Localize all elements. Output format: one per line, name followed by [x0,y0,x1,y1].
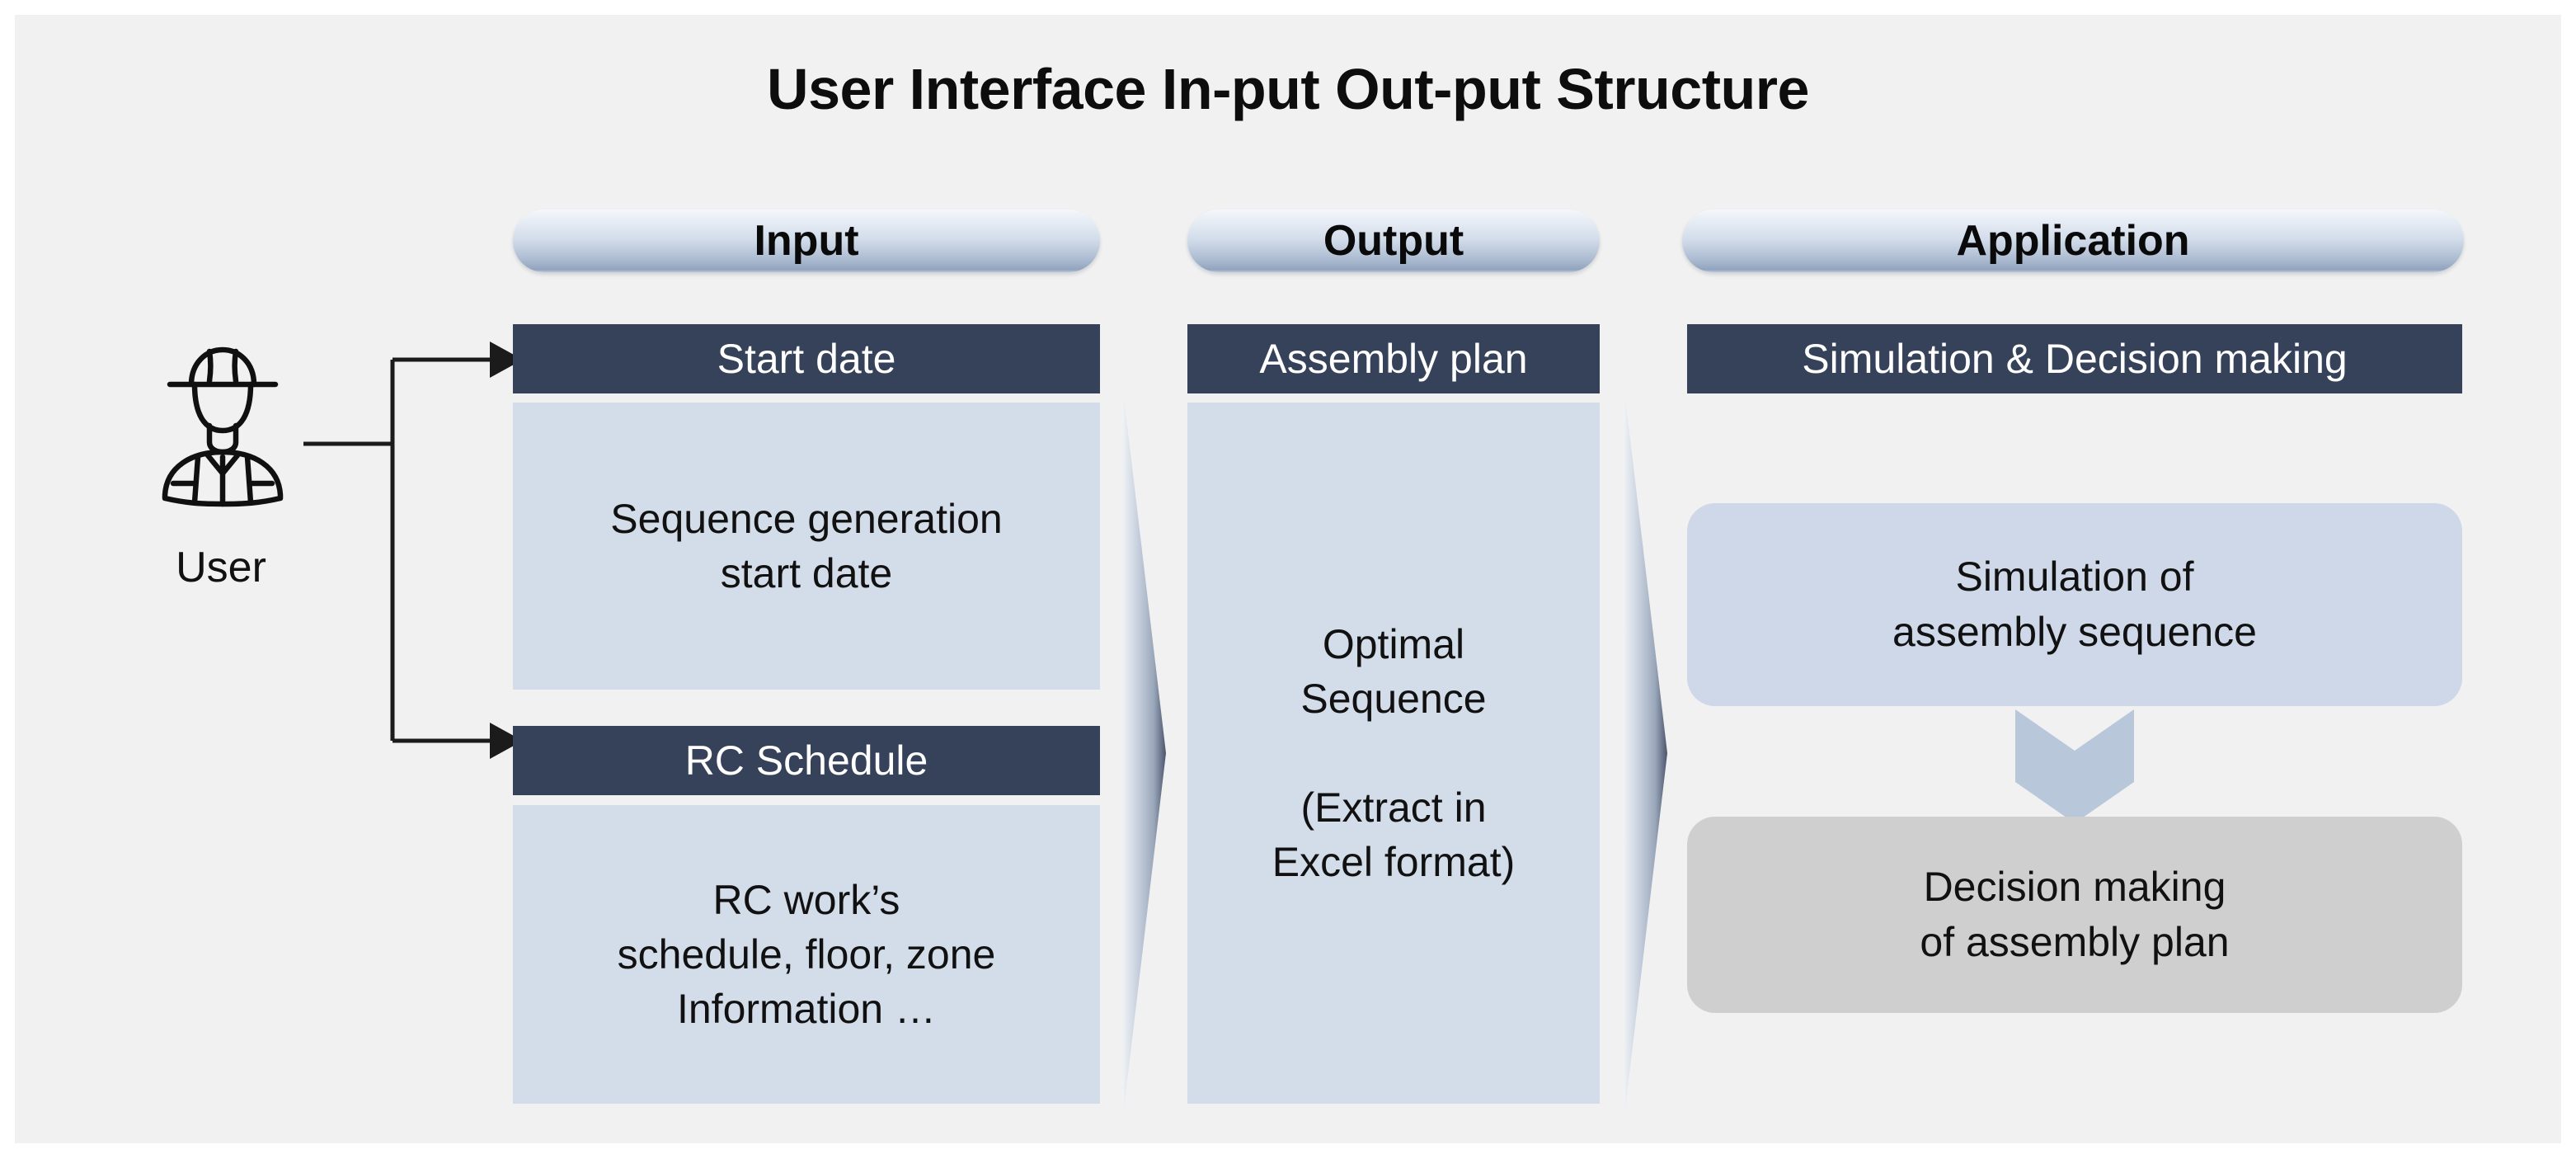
page-title: User Interface In-put Out-put Structure [767,57,1809,121]
column-header-input[interactable]: Input [513,210,1100,272]
worker-hardhat-icon [137,333,308,508]
section-bar-simulation-decision-label: Simulation & Decision making [1802,336,2348,382]
section-body-start-date-text: Sequence generation start date [610,496,1003,596]
section-bar-assembly-plan[interactable]: Assembly plan [1187,324,1600,393]
column-header-input-label: Input [754,217,859,265]
section-bar-rc-schedule[interactable]: RC Schedule [513,726,1100,795]
flow-arrow-output-to-application [1621,390,1681,1116]
card-decision-making-of-assembly-plan-text: Decision making of assembly plan [1920,864,2230,965]
section-body-assembly-plan: Optimal Sequence (Extract in Excel forma… [1187,403,1600,1104]
diagram-panel: User Interface In-put Out-put Structure [15,15,2561,1143]
column-header-application[interactable]: Application [1682,210,2464,272]
actor-label: User [176,544,266,591]
section-bar-assembly-plan-label: Assembly plan [1259,336,1528,382]
card-simulation-of-assembly-sequence-text: Simulation of assembly sequence [1892,554,2257,655]
triple-chevron-down-icon [2015,709,2134,823]
section-body-rc-schedule-text: RC work’s schedule, floor, zone Informat… [617,877,996,1032]
section-body-assembly-plan-text: Optimal Sequence (Extract in Excel forma… [1272,621,1516,885]
card-simulation-of-assembly-sequence[interactable]: Simulation of assembly sequence [1687,503,2462,706]
section-body-rc-schedule: RC work’s schedule, floor, zone Informat… [513,805,1100,1104]
section-body-start-date: Sequence generation start date [513,403,1100,690]
section-bar-start-date[interactable]: Start date [513,324,1100,393]
column-header-output-label: Output [1323,217,1464,265]
section-bar-simulation-decision[interactable]: Simulation & Decision making [1687,324,2462,393]
column-header-application-label: Application [1956,217,2190,265]
user-connector-lines [303,328,543,790]
column-header-output[interactable]: Output [1187,210,1600,272]
section-bar-start-date-label: Start date [717,336,896,382]
card-decision-making-of-assembly-plan[interactable]: Decision making of assembly plan [1687,817,2462,1013]
section-bar-rc-schedule-label: RC Schedule [684,737,928,784]
flow-arrow-input-to-output [1120,390,1179,1116]
